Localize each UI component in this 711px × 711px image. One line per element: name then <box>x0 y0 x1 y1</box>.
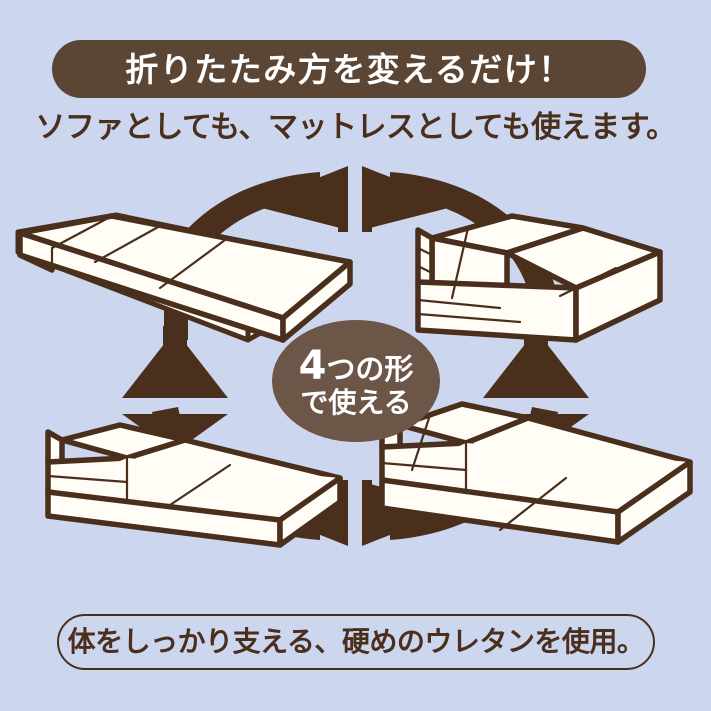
mattress-sofa-top-right <box>415 213 663 343</box>
mattress-pillow-bottom-left <box>45 422 343 548</box>
mattress-chaise-bottom-right <box>379 401 693 545</box>
footer-pill: 体をしっかり支える、硬めのウレタンを使用。 <box>57 614 655 670</box>
footer-text: 体をしっかり支える、硬めのウレタンを使用。 <box>67 625 645 658</box>
page-title: 折りたたみ方を変えるだけ！ <box>125 49 573 89</box>
page-subtitle: ソファとしても、マットレスとしても使えます。 <box>35 110 676 145</box>
title-pill: 折りたたみ方を変えるだけ！ <box>52 40 646 98</box>
